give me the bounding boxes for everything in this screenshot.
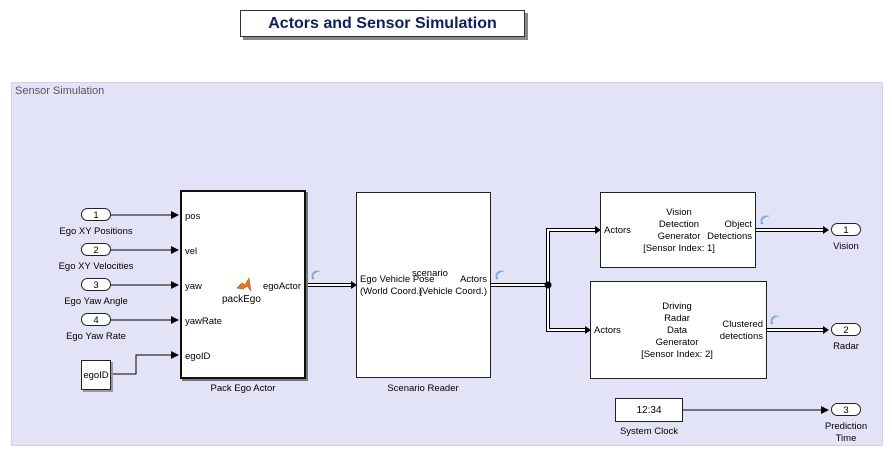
subsystem-label: Sensor Simulation [15, 85, 105, 97]
radar-title-5: [Sensor Index: 2] [641, 349, 713, 360]
radar-output-line1: Clustered [722, 319, 763, 330]
outport-3-label-line2: Time [835, 433, 857, 444]
system-clock-label: System Clock [619, 426, 679, 437]
wire-egoid [112, 351, 179, 375]
radar-port-actors: Actors [594, 325, 621, 336]
port-vel: vel [185, 246, 198, 257]
outport-3-label-line1: Prediction [824, 421, 868, 432]
outport-3[interactable]: 3 [831, 403, 861, 416]
inport-4-label: Ego Yaw Rate [66, 331, 126, 342]
scenario-reader-label: Scenario Reader [387, 383, 459, 394]
vision-title-4: [Sensor Index: 1] [643, 243, 715, 254]
scenario-reader-block[interactable]: Ego Vehicle Pose (World Coord.) scenario… [356, 192, 491, 378]
outport-1-label: Vision [833, 241, 859, 252]
ego-id-constant[interactable]: egoID [81, 360, 111, 390]
outport-2[interactable]: 2 [831, 323, 861, 336]
outport-3-label: Prediction Time [816, 421, 876, 445]
inport-3[interactable]: 3 [81, 278, 111, 291]
scenario-input-line1: Ego Vehicle Pose [360, 274, 435, 285]
port-yawrate: yawRate [185, 316, 222, 327]
port-yaw: yaw [185, 281, 202, 292]
inport-4[interactable]: 4 [81, 313, 111, 326]
outport-1[interactable]: 1 [831, 223, 861, 236]
inport-1-label: Ego XY Positions [59, 226, 133, 237]
scenario-input-line2: (World Coord.) [360, 286, 423, 297]
vision-port-actors: Actors [604, 225, 631, 236]
radar-output-line2: detections [719, 331, 763, 342]
outport-2-label: Radar [833, 341, 859, 352]
vision-title-2: Detection [658, 219, 700, 230]
inport-2[interactable]: 2 [81, 243, 111, 256]
port-egoid: egoID [185, 351, 211, 362]
radar-title-2: Radar [664, 313, 690, 324]
function-name: packEgo [222, 294, 261, 305]
port-pos: pos [185, 211, 201, 222]
port-egoactor: egoActor [262, 281, 301, 292]
inport-3-label: Ego Yaw Angle [64, 296, 128, 307]
scenario-overlay-text: scenario [412, 268, 448, 279]
system-clock-block[interactable]: 12:34 [615, 398, 683, 422]
pack-ego-actor-label: Pack Ego Actor [210, 383, 276, 394]
radar-title-4: Generator [655, 337, 699, 348]
matlab-function-icon [236, 277, 252, 293]
radar-title-3: Data [666, 325, 688, 336]
pack-ego-actor-block[interactable]: pos vel yaw yawRate egoID egoActor packE… [180, 190, 306, 379]
vision-title-3: Generator [657, 231, 701, 242]
radar-data-generator-block[interactable]: Actors Driving Radar Data Generator [Sen… [590, 281, 767, 379]
signal-icon [311, 215, 780, 325]
vision-output-line2: Detections [707, 231, 752, 242]
scenario-output-line1: Actors [460, 274, 487, 285]
vision-detection-generator-block[interactable]: Actors Vision Detection Generator [Senso… [600, 192, 756, 268]
vision-output-line1: Object [724, 219, 752, 230]
radar-title-1: Driving [662, 301, 692, 312]
diagram-title[interactable]: Actors and Sensor Simulation [240, 10, 525, 37]
inport-2-label: Ego XY Velocities [58, 261, 134, 272]
scenario-output-line2: (Vehicle Coord.) [418, 286, 487, 297]
inport-1[interactable]: 1 [81, 208, 111, 221]
vision-title-1: Vision [666, 207, 692, 218]
